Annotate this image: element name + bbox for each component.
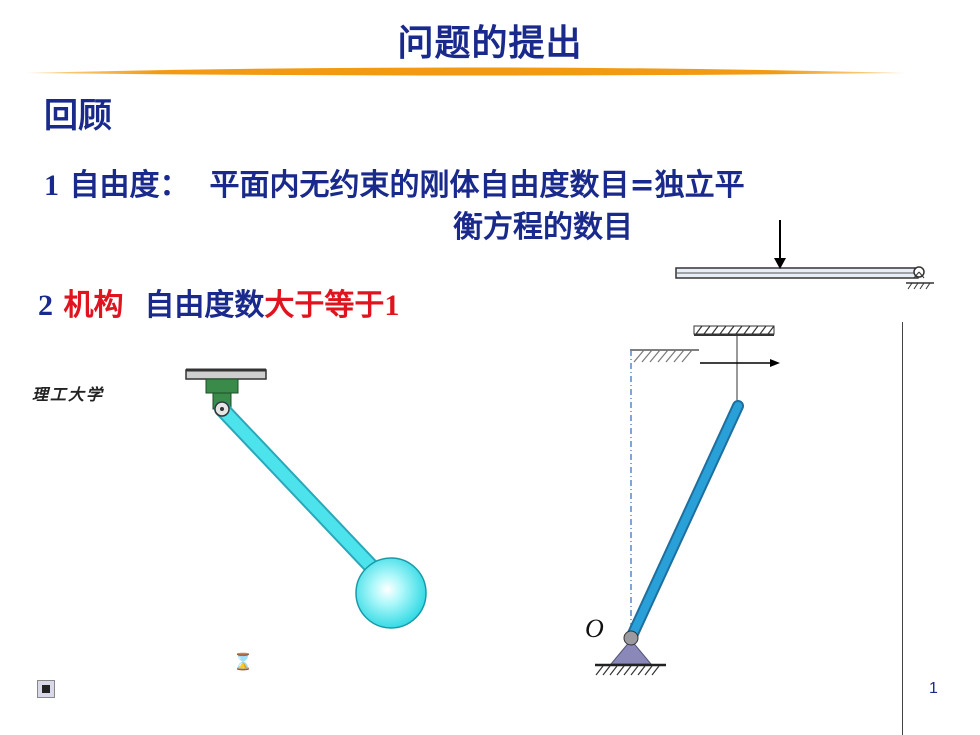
rod-mechanism-figure [595,325,780,676]
pendulum-bob [355,557,427,629]
item-2-highlight: 大于等于 [264,288,385,323]
pivot-label: O [585,614,604,643]
item-2-term: 机构 [63,288,124,323]
item-1-definition: 平面内无约束的刚体自由度数目=独立平 [209,168,745,203]
pendulum-hinge [205,378,239,394]
item-2-highlight-number: 1 [384,289,400,322]
title-underline [26,67,906,76]
beam-figure [675,220,934,290]
item-1-number: 1 [44,169,59,202]
vertical-divider [902,322,903,735]
review-heading: 回顾 [44,96,112,136]
stop-icon[interactable] [37,680,55,698]
item-1-term: 自由度： [69,168,190,203]
slide-title: 问题的提出 [397,23,583,64]
pendulum-figure [185,368,427,629]
item-1: 1 自由度： 平面内无约束的刚体自由度数目=独立平 [44,160,745,204]
item-2-number: 2 [38,289,53,322]
watermark-text: 理工大学 [32,385,105,404]
item-2-text: 自由度数 [144,288,265,323]
item-2: 2 机构 自由度数大于等于1 [38,280,399,324]
page-number: 1 [929,680,938,697]
hourglass-icon: ⌛ [233,652,253,671]
item-1-definition-cont: 衡方程的数目 [453,210,633,245]
